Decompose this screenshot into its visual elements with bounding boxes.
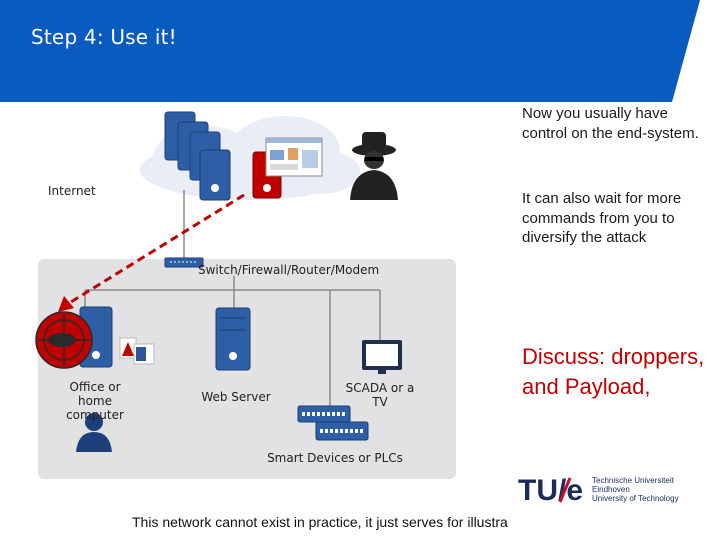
footer-fade [560, 505, 720, 540]
tue-logo-mark-icon: TU/e [518, 474, 583, 507]
tue-logo-line1: Technische Universiteit [592, 476, 674, 485]
tue-logo-line2: Eindhoven [592, 485, 630, 494]
dashboard-window-icon [265, 137, 323, 177]
hacker-icon [350, 132, 398, 200]
slide-header: Step 4: Use it! [0, 0, 720, 102]
side-text-control: Now you usually have control on the end-… [522, 105, 699, 142]
slide-title: Step 4: Use it! [31, 25, 177, 49]
plc-devices-icon [297, 405, 369, 441]
web-server-label: Web Server [201, 390, 271, 404]
office-apps-icon [119, 337, 155, 365]
scada-label: SCADA or a TV [345, 381, 415, 409]
attack-arrow [65, 193, 245, 307]
tv-monitor-icon [362, 340, 402, 374]
switch-label: Switch/Firewall/Router/Modem [198, 263, 380, 277]
side-text-wait: It can also wait for more commands from … [522, 190, 682, 246]
switch-icon [164, 257, 204, 268]
tue-logo-letters: TU/e [518, 474, 583, 504]
web-server-icon [215, 307, 251, 371]
user-icon [76, 413, 112, 452]
tue-logo: TU/e [518, 470, 590, 509]
attack-arrow-head-icon [58, 296, 74, 312]
smart-devices-label: Smart Devices or PLCs [267, 451, 403, 465]
cloud-servers-icon [164, 111, 231, 201]
footer-note: This network cannot exist in practice, i… [132, 514, 508, 530]
tue-logo-line3: University of Technology [592, 494, 679, 503]
office-computer-label: Office or home computer [66, 380, 124, 422]
discuss-text: Discuss: droppers, and Payload, [522, 344, 705, 399]
malware-target-icon [35, 311, 93, 369]
internet-label: Internet [48, 184, 96, 198]
header-background [0, 0, 720, 102]
